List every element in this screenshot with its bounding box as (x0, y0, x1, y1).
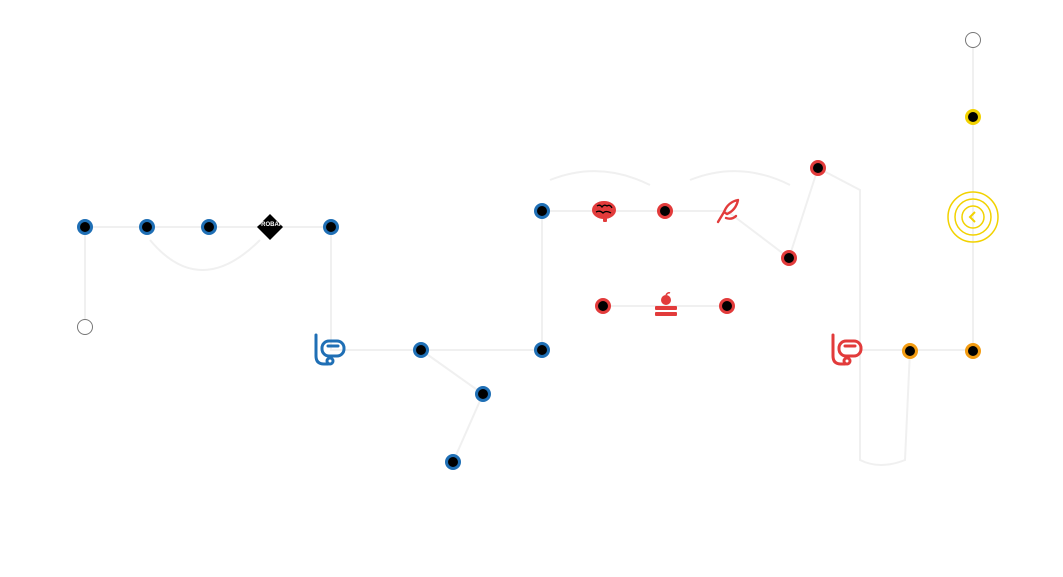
red-station[interactable] (810, 160, 826, 176)
target-icon[interactable] (946, 190, 1000, 244)
quill-pen-icon[interactable] (714, 198, 740, 224)
blue-station[interactable] (534, 203, 550, 219)
snorkel-mask-icon[interactable] (312, 332, 348, 368)
red-station[interactable] (781, 250, 797, 266)
red-station[interactable] (595, 298, 611, 314)
blue-station[interactable] (77, 219, 93, 235)
orange-station[interactable] (965, 343, 981, 359)
yellow-station[interactable] (965, 109, 981, 125)
orange-station[interactable] (902, 343, 918, 359)
blue-station[interactable] (139, 219, 155, 235)
badge-label: PROBAP (257, 222, 283, 228)
blue-station[interactable] (323, 219, 339, 235)
hollow-station[interactable] (77, 319, 93, 335)
blue-station[interactable] (201, 219, 217, 235)
red-station[interactable] (657, 203, 673, 219)
snorkel-mask-icon[interactable] (829, 332, 865, 368)
blue-station[interactable] (445, 454, 461, 470)
apple-books-icon[interactable] (653, 292, 679, 318)
probap-badge[interactable]: PROBAP (257, 214, 283, 240)
hollow-station[interactable] (965, 32, 981, 48)
blue-station[interactable] (475, 386, 491, 402)
diamond-badge-icon (257, 214, 283, 240)
red-station[interactable] (719, 298, 735, 314)
blue-station[interactable] (534, 342, 550, 358)
brain-icon[interactable] (591, 199, 617, 223)
blue-station[interactable] (413, 342, 429, 358)
